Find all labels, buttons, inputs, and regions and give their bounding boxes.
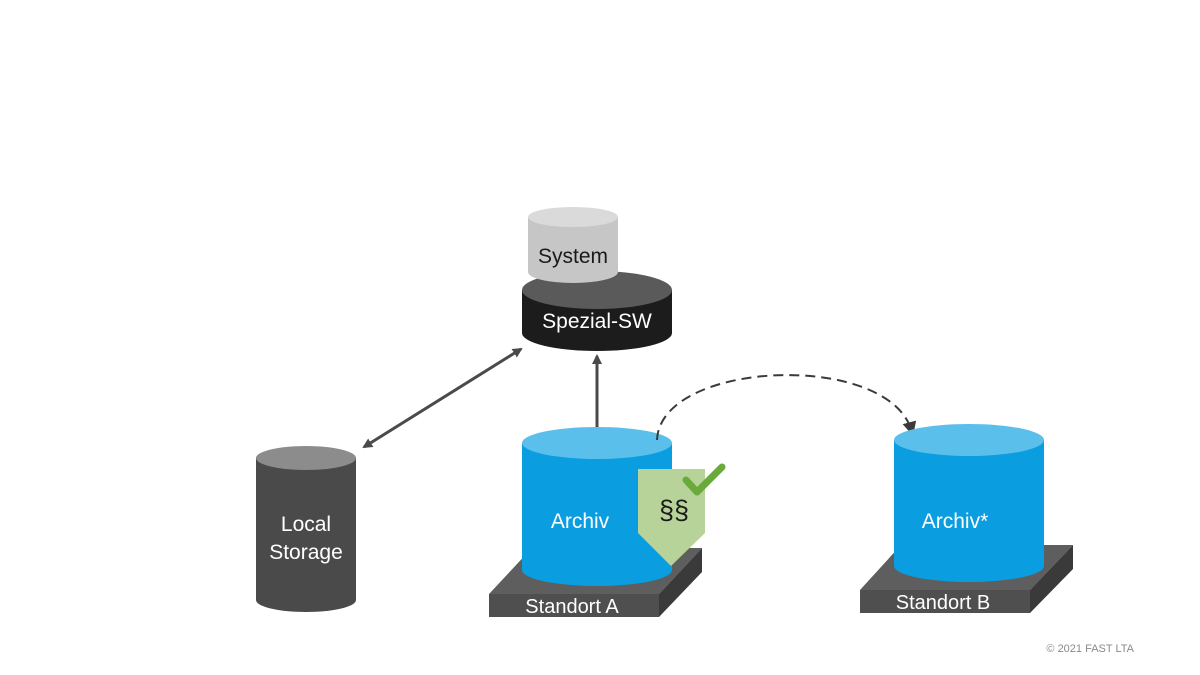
standort-b-label: Standort B: [896, 592, 991, 614]
archiv-b-node: Archiv*: [894, 424, 1044, 582]
spezial-sw-node: Spezial-SW: [522, 271, 672, 351]
archiv-b-label: Archiv*: [922, 510, 989, 533]
system-label: System: [538, 245, 608, 268]
edge-spezial-local: [362, 347, 523, 449]
edge-replication: [656, 374, 917, 441]
local-storage-node: Local Storage: [256, 446, 356, 612]
copyright-notice: © 2021 FAST LTA: [1046, 643, 1134, 655]
archiv-a-label: Archiv: [551, 510, 610, 533]
compliance-badge: §§: [638, 463, 726, 566]
local-storage-label-line2: Storage: [269, 541, 343, 564]
system-node: System: [528, 207, 618, 283]
spezial-sw-label: Spezial-SW: [542, 310, 652, 333]
paragraph-icon: §§: [659, 495, 689, 525]
standort-a-label: Standort A: [525, 596, 619, 618]
archiv-a-node: Archiv: [522, 427, 672, 586]
check-icon: [682, 463, 726, 496]
local-storage-label-line1: Local: [281, 513, 331, 536]
